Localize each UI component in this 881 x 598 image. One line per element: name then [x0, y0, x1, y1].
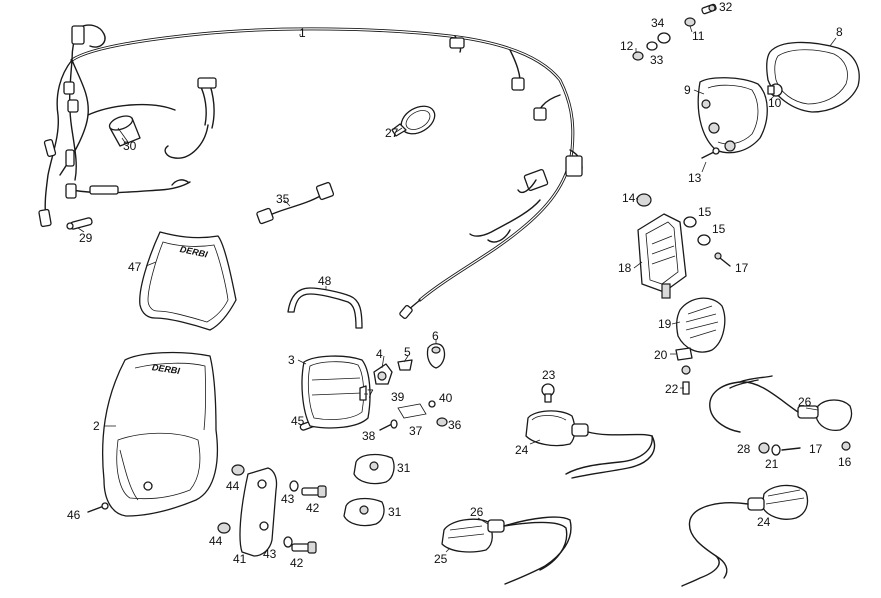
regulator-hardware-parts [683, 216, 731, 267]
callout-31a: 31 [397, 461, 411, 475]
indicator-lower-right-part [681, 484, 809, 587]
bulb-23-part [541, 383, 555, 403]
callout-22: 22 [665, 382, 679, 396]
callout-2: 2 [93, 419, 100, 433]
callout-8: 8 [836, 25, 843, 39]
callout-12: 12 [620, 39, 634, 53]
callout-23: 23 [542, 368, 556, 382]
callout-10: 10 [768, 96, 782, 110]
callout-29: 29 [79, 231, 93, 245]
callout-37: 37 [409, 424, 423, 438]
callout-13: 13 [688, 171, 702, 185]
callout-20: 20 [654, 348, 668, 362]
callout-30: 30 [123, 139, 137, 153]
callout-43b: 43 [263, 547, 277, 561]
headlight-fairing-part: DERBI [101, 351, 219, 517]
screw-46-part [87, 502, 109, 513]
callout-4: 4 [376, 347, 383, 361]
small-hardware-parts [379, 400, 448, 431]
bolt-washer-parts [283, 480, 327, 554]
callout-28: 28 [737, 442, 751, 456]
indicator-lower-part [441, 516, 572, 585]
callout-9: 9 [684, 83, 691, 97]
front-indicator-left-part [525, 410, 656, 479]
callout-6: 6 [432, 329, 439, 343]
cable-clip-part [391, 105, 436, 137]
callout-24b: 24 [757, 515, 771, 529]
callout-31b: 31 [388, 505, 402, 519]
callout-34: 34 [651, 16, 665, 30]
indicator-upper-right-part [709, 375, 853, 433]
tail-light-lens-part [766, 41, 860, 113]
callout-17b: 17 [809, 442, 823, 456]
callout-47: 47 [128, 260, 142, 274]
callout-48: 48 [318, 274, 332, 288]
callout-40: 40 [439, 391, 453, 405]
callout-43a: 43 [281, 492, 295, 506]
callout-42a: 42 [306, 501, 320, 515]
nut-14-part [636, 193, 652, 207]
callout-24a: 24 [515, 443, 529, 457]
callout-46: 46 [67, 508, 81, 522]
callout-21: 21 [765, 457, 779, 471]
callout-18: 18 [618, 261, 632, 275]
callout-36: 36 [448, 418, 462, 432]
wiring-harness [38, 24, 583, 319]
callout-41: 41 [233, 552, 247, 566]
callout-32: 32 [719, 0, 733, 14]
callout-14: 14 [622, 191, 636, 205]
mounting-plate-part [239, 467, 278, 557]
tail-hardware-parts [632, 3, 717, 61]
callout-44b: 44 [209, 534, 223, 548]
bulb-holder-parts [359, 343, 446, 401]
callout-27: 27 [385, 126, 399, 140]
callout-11: 11 [692, 29, 705, 43]
headlight-bracket-part [287, 287, 363, 329]
callout-38: 38 [362, 429, 376, 443]
callout-7: 7 [367, 387, 374, 401]
callout-33: 33 [650, 53, 664, 67]
headlight-unit-part [301, 355, 371, 429]
fuse-part [66, 217, 93, 230]
bulb-10-part [767, 83, 783, 97]
fairing-brand-text: DERBI [151, 362, 181, 376]
voltage-regulator-part [637, 213, 687, 299]
callout-39: 39 [391, 390, 405, 404]
callout-15b: 15 [712, 222, 726, 236]
callout-17a: 17 [735, 261, 749, 275]
callout-1: 1 [299, 26, 306, 40]
callout-25: 25 [434, 552, 448, 566]
switch-housing-parts [343, 453, 395, 527]
callout-19: 19 [658, 317, 672, 331]
callout-26b: 26 [470, 505, 484, 519]
callout-42b: 42 [290, 556, 304, 570]
callout-35: 35 [276, 192, 290, 206]
tail-light-base-part [697, 77, 768, 154]
callout-labels: 1 2 3 4 5 6 7 8 9 10 11 12 13 14 15 15 1… [67, 0, 852, 570]
leader-lines [77, 25, 837, 553]
callout-5: 5 [404, 345, 411, 359]
callout-44a: 44 [226, 479, 240, 493]
callout-26a: 26 [798, 395, 812, 409]
nut-44-parts [217, 464, 245, 534]
connector-lead-part [256, 181, 335, 225]
rubber-boot-part [108, 115, 141, 147]
horn-hardware-parts [675, 347, 851, 456]
callout-3: 3 [288, 353, 295, 367]
callout-16: 16 [838, 455, 852, 469]
screw-13-part [701, 147, 720, 159]
callout-15a: 15 [698, 205, 712, 219]
front-plate-sticker: DERBI [139, 231, 237, 331]
callout-45: 45 [291, 414, 305, 428]
horn-part [676, 297, 726, 353]
